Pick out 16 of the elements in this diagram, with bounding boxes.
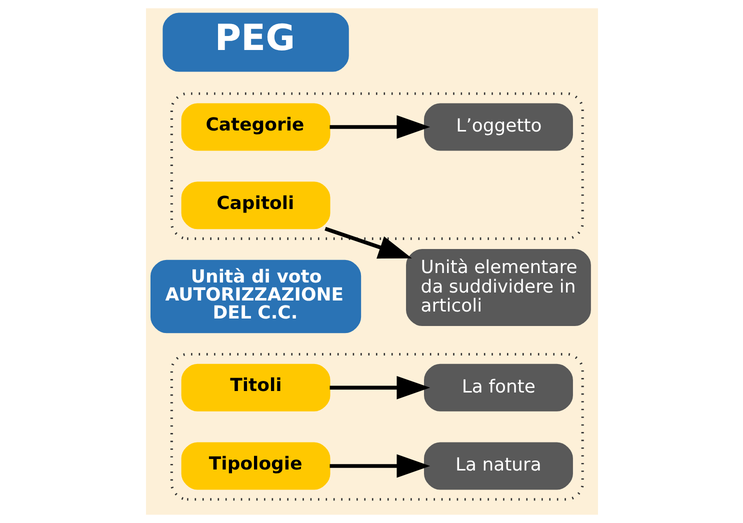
arrow (329, 376, 430, 400)
arrow (329, 115, 430, 139)
node-box: La natura (424, 442, 572, 490)
node-box: Tipologie (180, 442, 330, 490)
node-box: Unità di voto AUTORIZZAZIONE DEL C.C. (150, 260, 361, 334)
cluster (170, 92, 584, 240)
node-box: Categorie (180, 103, 330, 151)
node-box: PEG (162, 12, 348, 72)
arrow (324, 226, 412, 259)
node-box: La fonte (424, 364, 572, 412)
cluster (170, 352, 584, 501)
node-box: Capitoli (180, 182, 330, 230)
arrow (329, 454, 430, 478)
node-box: Unità elementare da suddividere in articoli (406, 248, 590, 326)
node-box: Titoli (180, 364, 330, 412)
node-box: L’oggetto (424, 103, 572, 151)
